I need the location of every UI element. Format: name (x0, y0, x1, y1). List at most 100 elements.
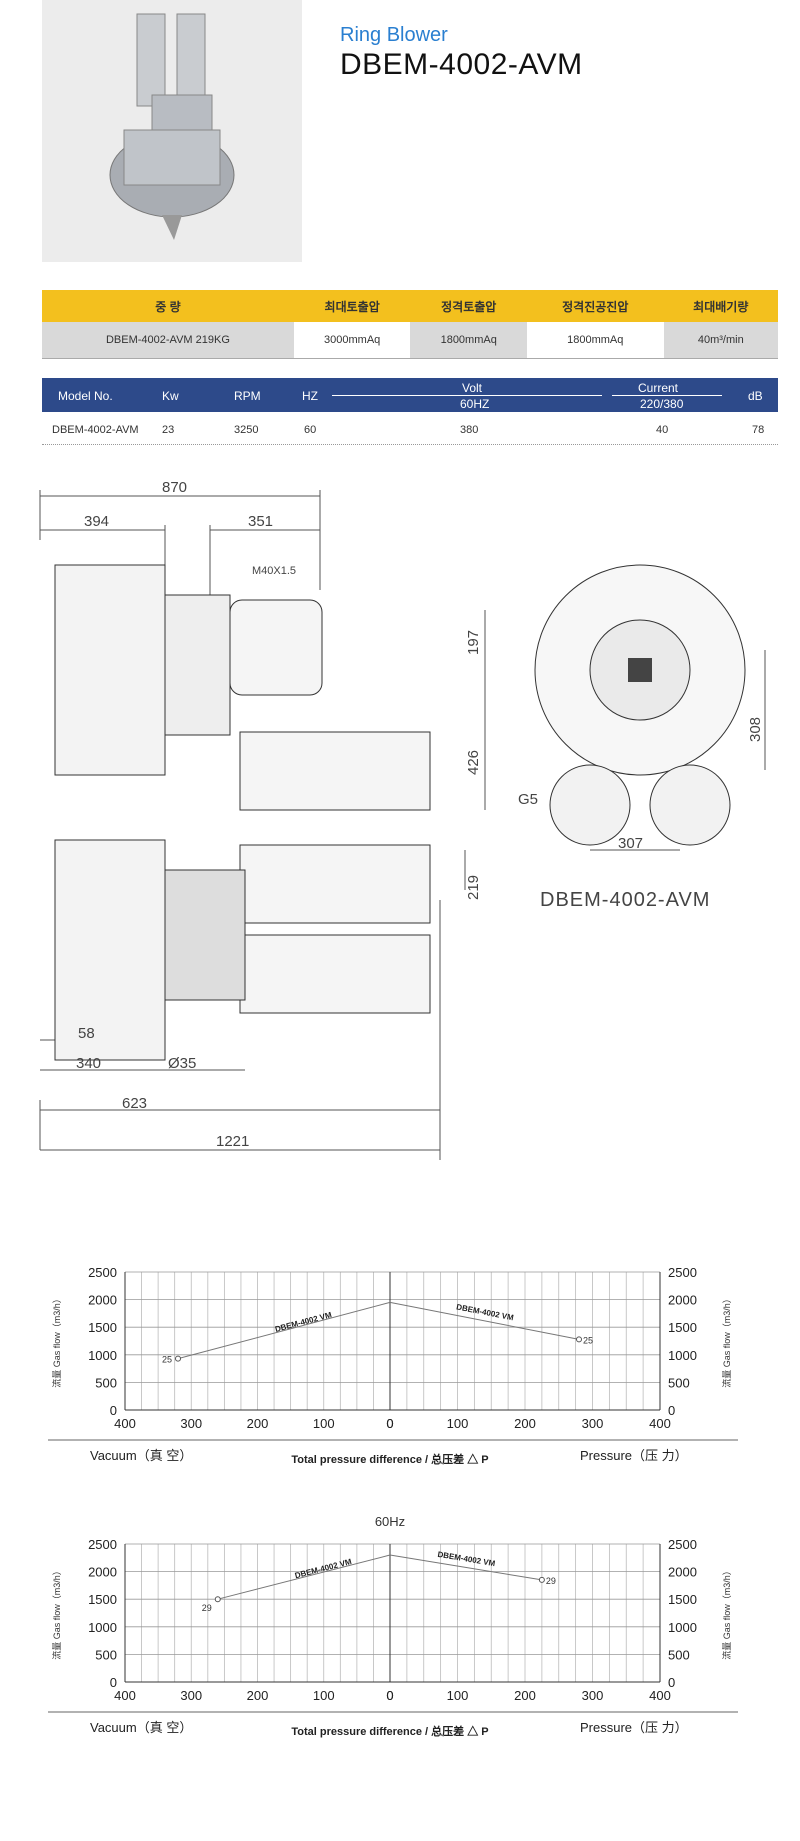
dim-197: 197 (465, 630, 482, 655)
kr-cell-max-discharge: 3000mmAq (293, 322, 411, 359)
chart-title: 60Hz (375, 1514, 405, 1529)
dim-g5: G5 (518, 791, 538, 808)
drawing-model-label: DBEM-4002-AVM (540, 889, 710, 911)
dim-426: 426 (465, 750, 482, 775)
x-tick-label-pressure: 200 (514, 1416, 536, 1431)
spec-table-en-header: Model No. Kw RPM HZ Volt 60HZ Current 22… (42, 378, 778, 412)
dim-1221: 1221 (216, 1133, 249, 1150)
series-line (389, 1554, 542, 1581)
dim-58: 58 (78, 1025, 95, 1042)
en-cell-db: 78 (752, 424, 765, 436)
series-end-label: 29 (202, 1603, 212, 1613)
kr-cell-weight: DBEM-4002-AVM 219KG (42, 322, 294, 359)
series-end-label: 25 (162, 1355, 172, 1365)
y-axis-label-left: 流量 Gas flow（m3/h） (51, 1294, 62, 1388)
kr-header-rated-vacuum: 정격진공진압 (527, 290, 664, 322)
y-tick-label-right: 500 (668, 1375, 690, 1390)
x-tick-label-vacuum: 0 (386, 1688, 393, 1703)
dim-870: 870 (162, 479, 187, 496)
series-end-point (214, 1596, 221, 1603)
kr-cell-rated-discharge: 1800mmAq (410, 322, 527, 359)
technical-drawing: 870 394 351 M40X1.5 197 426 219 308 307 … (39, 479, 766, 1160)
en-header-current-sub: 220/380 (640, 397, 684, 411)
product-model-title: DBEM-4002-AVM (340, 48, 583, 81)
series-line (217, 1554, 391, 1600)
dim-308: 308 (747, 717, 764, 742)
en-header-rpm: RPM (234, 389, 261, 403)
kr-cell-max-flow: 40m³/min (663, 322, 778, 359)
y-tick-label-left: 1500 (88, 1592, 117, 1607)
dim-phi35: Ø35 (168, 1055, 196, 1072)
kr-header-max-flow: 최대배기량 (663, 290, 778, 322)
series-end-point (538, 1576, 545, 1583)
y-tick-label-left: 2500 (88, 1537, 117, 1552)
kr-header-rated-discharge: 정격토출압 (410, 290, 527, 322)
x-tick-label-vacuum: 200 (247, 1416, 269, 1431)
x-tick-label-pressure: 0 (386, 1688, 393, 1703)
series-end-point (576, 1336, 582, 1343)
series-line (177, 1301, 391, 1360)
x-tick-label-pressure: 400 (649, 1688, 671, 1703)
x-tick-label-pressure: 100 (447, 1688, 469, 1703)
y-tick-label-left: 0 (110, 1403, 117, 1418)
y-tick-label-right: 2000 (668, 1293, 697, 1308)
y-tick-label-right: 1500 (668, 1320, 697, 1335)
pressure-label: Pressure（压 力） (580, 1720, 688, 1735)
product-photo (42, 0, 302, 262)
series-end-point (175, 1355, 181, 1362)
en-cell-model: DBEM-4002-AVM (52, 424, 139, 436)
en-cell-kw: 23 (162, 424, 175, 436)
y-tick-label-right: 0 (668, 1675, 675, 1690)
drawing-dimension-lines (39, 490, 766, 1160)
ring-blower-illustration (109, 13, 235, 240)
y-axis-label-left: 流量 Gas flow（m3/h） (51, 1566, 62, 1660)
x-tick-label-pressure: 0 (386, 1416, 393, 1431)
x-tick-label-pressure: 300 (582, 1688, 604, 1703)
y-tick-label-left: 0 (110, 1675, 117, 1690)
product-subtitle: Ring Blower (340, 24, 448, 46)
x-axis-label: Total pressure difference / 总压差 △ P (291, 1724, 488, 1738)
x-tick-label-pressure: 400 (649, 1416, 671, 1431)
x-tick-label-vacuum: 100 (313, 1688, 335, 1703)
y-tick-label-right: 0 (668, 1403, 675, 1418)
x-tick-label-vacuum: 300 (180, 1688, 202, 1703)
pressure-label: Pressure（压 力） (580, 1448, 688, 1463)
x-tick-label-pressure: 300 (582, 1416, 604, 1431)
y-tick-label-right: 2500 (668, 1265, 697, 1280)
x-tick-label-pressure: 200 (514, 1688, 536, 1703)
side-view-blower (54, 564, 431, 1061)
y-tick-label-right: 500 (668, 1647, 690, 1662)
y-tick-label-left: 1000 (88, 1348, 117, 1363)
front-view-blower (534, 564, 746, 846)
en-header-hz: HZ (302, 389, 318, 403)
x-tick-label-vacuum: 300 (180, 1416, 202, 1431)
series-end-label: 29 (546, 1576, 556, 1586)
dim-219: 219 (465, 875, 482, 900)
dim-m40: M40X1.5 (252, 565, 296, 577)
y-axis-label-right: 流量 Gas flow（m3/h） (721, 1294, 732, 1388)
en-header-current: Current (638, 381, 679, 395)
x-tick-label-vacuum: 200 (247, 1688, 269, 1703)
dim-351: 351 (248, 513, 273, 530)
en-cell-current: 40 (656, 424, 669, 436)
x-axis-label: Total pressure difference / 总压差 △ P (291, 1452, 488, 1466)
series-name: DBEM-4002 VM (456, 1302, 515, 1322)
en-header-model: Model No. (58, 389, 113, 403)
y-tick-label-left: 500 (95, 1375, 117, 1390)
x-tick-label-vacuum: 0 (386, 1416, 393, 1431)
dim-307: 307 (618, 835, 643, 852)
dim-340: 340 (76, 1055, 101, 1072)
x-tick-label-vacuum: 400 (114, 1688, 136, 1703)
kr-header-max-discharge: 최대토출압 (293, 290, 411, 322)
vacuum-label: Vacuum（真 空） (90, 1720, 192, 1735)
x-tick-label-pressure: 100 (447, 1416, 469, 1431)
y-tick-label-left: 2000 (88, 1565, 117, 1580)
series-name: DBEM-4002 VM (437, 1550, 496, 1568)
y-tick-label-left: 1000 (88, 1620, 117, 1635)
drawing-dimension-labels: 870 394 351 M40X1.5 197 426 219 308 307 … (76, 479, 764, 1150)
kr-cell-rated-vacuum: 1800mmAq (527, 322, 664, 359)
en-header-db: dB (748, 389, 763, 403)
y-tick-label-right: 1000 (668, 1620, 697, 1635)
en-header-kw: Kw (162, 389, 179, 403)
